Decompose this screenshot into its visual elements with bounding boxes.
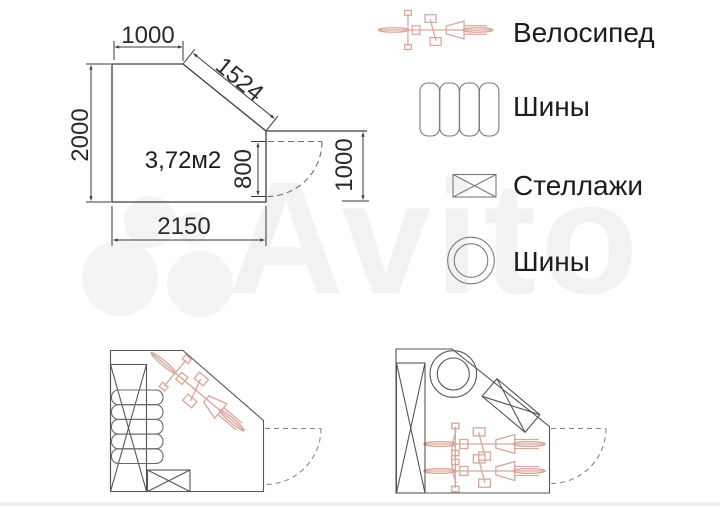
tire-symbol: [429, 350, 478, 398]
shelving-symbol-diagonal: [481, 377, 541, 434]
legend-label-tires-2: Шины: [513, 246, 590, 277]
legend-label-bicycle: Велосипед: [513, 17, 655, 48]
area-label: 3,72м2: [144, 147, 222, 174]
bicycle-symbol: [137, 336, 259, 448]
plan-variant-2: [395, 348, 607, 494]
legend-label-tires: Шины: [513, 91, 590, 122]
tire-stack-icon: [419, 82, 500, 137]
dim-door-width: 800: [230, 148, 257, 190]
legend-label-shelving: Стеллажи: [513, 170, 643, 201]
dim-bottom-width: 2150: [157, 213, 211, 240]
room-walls: [111, 63, 267, 203]
door-swing-arc: [264, 427, 322, 486]
turned-front-wheel: [450, 430, 457, 484]
bicycle-icon: [377, 9, 494, 51]
main-floor-plan: [86, 41, 369, 246]
shelving-symbol-tall: [395, 362, 426, 494]
bottom-border: [0, 502, 720, 506]
shelving-symbol-small: [146, 469, 191, 493]
bicycle-symbol-2: [423, 449, 546, 493]
shelving-symbol-tall: [109, 363, 148, 493]
plan-variant-1: [109, 336, 322, 493]
shelving-icon: [452, 173, 497, 198]
avito-watermark-logo: [82, 196, 233, 317]
door-swing-arc: [266, 140, 323, 198]
dim-left-height: 2000: [67, 108, 94, 162]
dimension-lines: [86, 41, 369, 246]
dim-top-width: 1000: [121, 22, 175, 49]
tire-stack-symbol: [110, 389, 164, 465]
tire-icon: [447, 236, 495, 285]
dim-right-width: 1000: [331, 138, 358, 192]
door-swing-arc: [550, 427, 607, 485]
avito-watermark-text: Avito: [228, 148, 643, 327]
